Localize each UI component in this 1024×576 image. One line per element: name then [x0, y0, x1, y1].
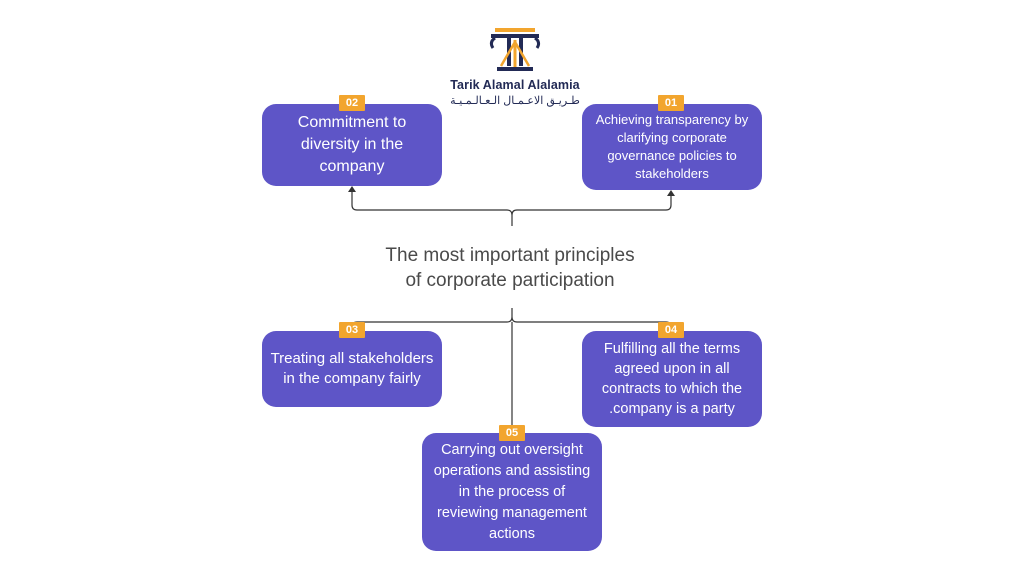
principle-box-03: Treating all stakeholders in the company…	[262, 331, 442, 407]
principle-text-05: Carrying out oversight operations and as…	[433, 441, 591, 542]
principle-box-02: Commitment to diversity in the company	[262, 104, 442, 186]
principle-text-03: Treating all stakeholders in the company…	[270, 350, 434, 387]
brand-name-ar: طـريـق الاعـمـال الـعـالـمـيـة	[450, 95, 580, 107]
number-badge-01: 01	[658, 95, 684, 111]
title-line-2: of corporate participation	[405, 270, 615, 291]
top-bracket-line	[351, 188, 672, 226]
principle-box-05: Carrying out oversight operations and as…	[422, 433, 602, 551]
company-logo: Tarik Alamal Alalamia طـريـق الاعـمـال ا…	[440, 28, 590, 108]
principle-box-01: Achieving transparency by clarifying cor…	[582, 104, 762, 190]
principle-text-01: Achieving transparency by clarifying cor…	[595, 112, 749, 181]
pillar-logo-icon	[489, 28, 541, 71]
number-badge-03: 03	[339, 322, 365, 338]
principle-box-04: Fulfilling all the terms agreed upon in …	[582, 331, 762, 427]
number-badge-02: 02	[339, 95, 365, 111]
brand-name-en: Tarik Alamal Alalamia	[450, 78, 580, 92]
principle-text-04: Fulfilling all the terms agreed upon in …	[601, 341, 743, 417]
arrow-01	[667, 190, 675, 196]
number-badge-05: 05	[499, 425, 525, 441]
arrow-02	[348, 186, 356, 192]
title-line-1: The most important principles	[385, 245, 635, 266]
diagram-title: The most important principles of corpora…	[330, 243, 690, 293]
number-badge-04: 04	[658, 322, 684, 338]
principle-text-02: Commitment to diversity in the company	[297, 114, 407, 175]
